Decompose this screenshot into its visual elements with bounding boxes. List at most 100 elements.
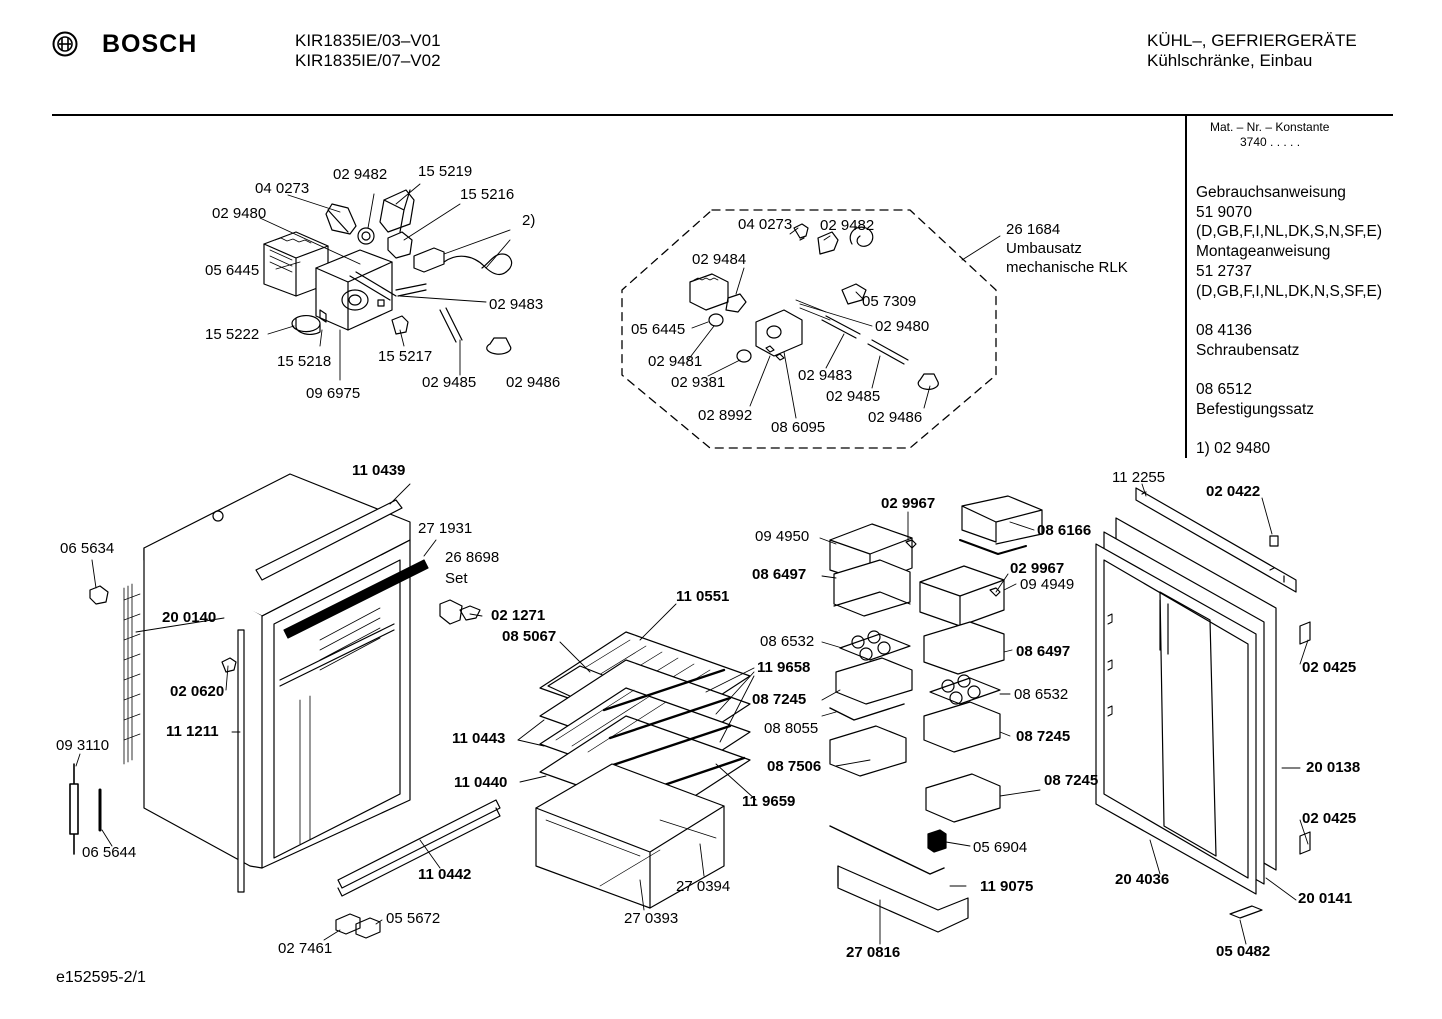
callout: 08 5067 [502,628,557,645]
callout: 02 9482 [820,217,875,234]
callout: 02 9381 [671,374,726,391]
callout: 02 9485 [826,388,881,405]
callout: 05 0482 [1216,943,1271,960]
note-line: 08 6512 [1196,381,1253,398]
callout: 02 9481 [648,353,703,370]
callout: 20 4036 [1115,871,1170,888]
callout: 11 0551 [676,588,730,605]
callout: 11 9658 [757,659,811,676]
leader-lines-door [1142,484,1308,944]
door [1096,488,1310,918]
door-bins [830,496,1042,932]
callout: 11 0442 [418,866,472,883]
sidebar-notes: Gebrauchsanweisung 51 9070 (D,GB,F,I,NL,… [1196,183,1382,459]
kit-subtitle: mechanische RLK [1006,259,1128,276]
category-title: KÜHL–, GEFRIERGERÄTE [1147,31,1357,50]
kit-title: Umbausatz [1006,240,1082,257]
leader-lines-bins [820,512,1040,944]
callout: 02 9486 [506,374,561,391]
callout: 09 4949 [1020,576,1075,593]
callout: 02 0425 [1302,659,1357,676]
callout: 26 8698 [445,549,500,566]
callout: 20 0140 [162,609,217,626]
bosch-logo-icon [52,31,78,57]
callout: 11 0439 [352,462,406,479]
callout: 06 5634 [60,540,115,557]
callout: 08 6095 [771,419,826,436]
callout: 08 7245 [1016,728,1071,745]
drawing-code: e152595-2/1 [56,969,146,986]
brand-name: BOSCH [102,30,198,58]
note-line: (D,GB,F,I,NL,DK,S,N,SF,E) [1196,223,1383,241]
callout: 05 5672 [386,910,441,927]
callout: 15 5217 [378,348,433,365]
callout: 11 1211 [166,723,219,740]
shelves [536,632,750,908]
callout: 02 9482 [333,166,388,183]
callout: 20 0141 [1298,890,1353,907]
kit-leader [962,236,1000,260]
sidebar-rule [1185,116,1187,458]
note-line: 51 9070 [1196,203,1253,221]
callout: 05 7309 [862,293,917,310]
callout: 06 5644 [82,844,137,861]
callout: 15 5218 [277,353,332,370]
callout: 09 4950 [755,528,810,545]
kit-number: 26 1684 [1006,221,1061,238]
callout: 20 0138 [1306,759,1361,776]
callout: 02 1271 [491,607,546,624]
callout: 11 2255 [1112,469,1166,486]
leader-lines-cabinet [76,484,482,940]
callout: 02 9485 [422,374,477,391]
note-line: Montageanweisung [1196,243,1331,261]
callout: 04 0273 [738,216,793,233]
note-line: Schraubensatz [1196,341,1300,359]
callout: 2) [522,212,536,229]
callout: 27 1931 [418,520,473,537]
callout: 08 7245 [752,691,807,708]
callout: 09 6975 [306,385,361,402]
callout: 08 6166 [1037,522,1092,539]
callout: 08 6532 [1014,686,1069,703]
callout: 08 6532 [760,633,815,650]
callout: 05 6904 [973,839,1028,856]
callout: 02 9480 [212,205,267,222]
category-subtitle: Kühlschränke, Einbau [1147,51,1313,70]
note-line: Gebrauchsanweisung [1196,184,1346,201]
callout: 09 3110 [56,737,110,754]
matnr-label: Mat. – Nr. – Konstante [1210,120,1330,134]
leader-lines-shelves [518,604,756,910]
callout: 27 0393 [624,910,679,927]
note-line: 1) 02 9480 [1196,440,1271,458]
model-number-2: KIR1835IE/07–V02 [295,51,441,70]
callout: 02 0620 [170,683,225,700]
callout: 02 0425 [1302,810,1357,827]
callout: 02 9486 [868,409,923,426]
header-rule [52,114,1393,116]
kit-parts [690,224,938,389]
callout: 08 7245 [1044,772,1099,789]
model-number-1: KIR1835IE/03–V01 [295,31,441,50]
callout: Set [445,570,468,587]
callout: 15 5219 [418,163,473,180]
leader-lines-thermostat [260,184,510,380]
callout: 27 0816 [846,944,901,961]
thermostat-assembly [264,190,512,354]
callout: 15 5216 [460,186,515,203]
callout: 02 0422 [1206,483,1261,500]
callout: 02 9484 [692,251,747,268]
callout: 02 9480 [875,318,930,335]
callout: 08 7506 [767,758,822,775]
callout: 02 7461 [278,940,333,957]
callout: 27 0394 [676,878,731,895]
callout: 11 0440 [454,774,508,791]
callout: 02 9967 [881,495,936,512]
callout: 08 8055 [764,720,819,737]
note-line: Befestigungssatz [1196,400,1315,418]
note-line: 51 2737 [1196,262,1253,280]
callout: 08 6497 [1016,643,1071,660]
leader-lines-kit [688,228,930,418]
callout: 04 0273 [255,180,310,197]
note-line: (D,GB,F,I,NL,DK,N,S,SF,E) [1196,282,1383,300]
